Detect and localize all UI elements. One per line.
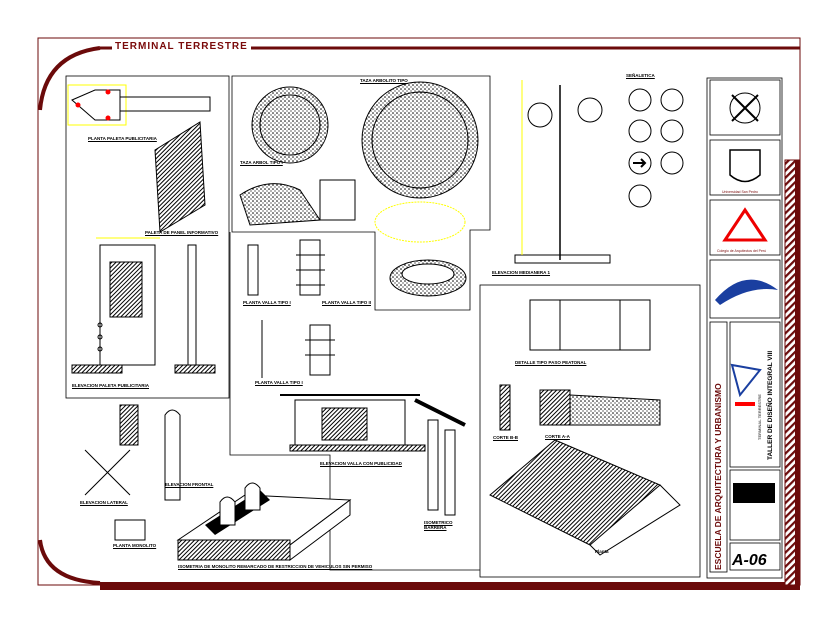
label-detalle-paso: DETALLE TIPO PASO PEATONAL bbox=[515, 360, 587, 365]
frame-curve-bottom bbox=[38, 539, 101, 585]
label-planta-paleta: PLANTA PALETA PUBLICITARIA bbox=[88, 136, 157, 141]
label-planta: Planta bbox=[595, 549, 609, 554]
label-elevacion-valla: ELEVACION VALLA CON PUBLICIDAD bbox=[320, 461, 402, 466]
label-elevacion-paleta: ELEVACION PALETA PUBLICITARIA bbox=[72, 383, 149, 388]
label-paleta-panel: PALETA DE PANEL INFORMATIVO bbox=[145, 230, 219, 235]
label-planta-monolito: PLANTA MONOLITO bbox=[113, 543, 157, 548]
title-block bbox=[706, 77, 783, 579]
school-name: ESCUELA DE ARQUITECTURA Y URBANISMO bbox=[713, 383, 723, 570]
label-elevacion-frontal: ELEVACION FRONTAL bbox=[165, 482, 214, 487]
bottom-band bbox=[100, 582, 800, 590]
panel-paleta bbox=[65, 75, 230, 399]
label-corte-aa: CORTE A-A bbox=[545, 434, 570, 439]
label-corte-bb: CORTE B-B bbox=[493, 435, 518, 440]
label-elevacion-lateral: ELEVACION LATERAL bbox=[80, 500, 128, 505]
label-taza-arbol: TAZA ARBOL TIPO I bbox=[240, 160, 283, 165]
college-name: Colegio de Arquitectos del Perú bbox=[717, 249, 767, 253]
panel-taza bbox=[231, 75, 491, 311]
sheet-number: A-06 bbox=[732, 552, 767, 569]
label-taza-arbolito: TAZA ARBOLITO TIPO bbox=[360, 78, 408, 83]
frame-curve-top bbox=[38, 46, 101, 111]
panel-paso bbox=[479, 284, 701, 578]
university-name: Universidad San Pedro bbox=[722, 190, 758, 194]
label-isometria-monolito: ISOMETRIA DE MONOLITO REMARCADO DE RESTR… bbox=[178, 564, 373, 569]
project-name: TERMINAL TERRESTRE bbox=[757, 394, 762, 440]
label-planta-valla-1: PLANTA VALLA TIPO I bbox=[243, 300, 291, 305]
sheet-title: TERMINAL TERRESTRE bbox=[112, 41, 251, 52]
label-planta-valla-2: PLANTA VALLA TIPO II bbox=[322, 300, 371, 305]
label-planta-valla-3: PLANTA VALLA TIPO I bbox=[255, 380, 303, 385]
course-name: TALLER DE DISEÑO INTEGRAL VIII bbox=[767, 350, 774, 460]
label-elevacion-medianera: ELEVACION MEDIANERA 1 bbox=[492, 270, 551, 275]
label-senaletica: SEÑALETICA bbox=[626, 73, 655, 78]
signage-icons bbox=[628, 88, 684, 208]
label-isometrico-barrera: ISOMETRICO BARRERA bbox=[424, 520, 453, 530]
